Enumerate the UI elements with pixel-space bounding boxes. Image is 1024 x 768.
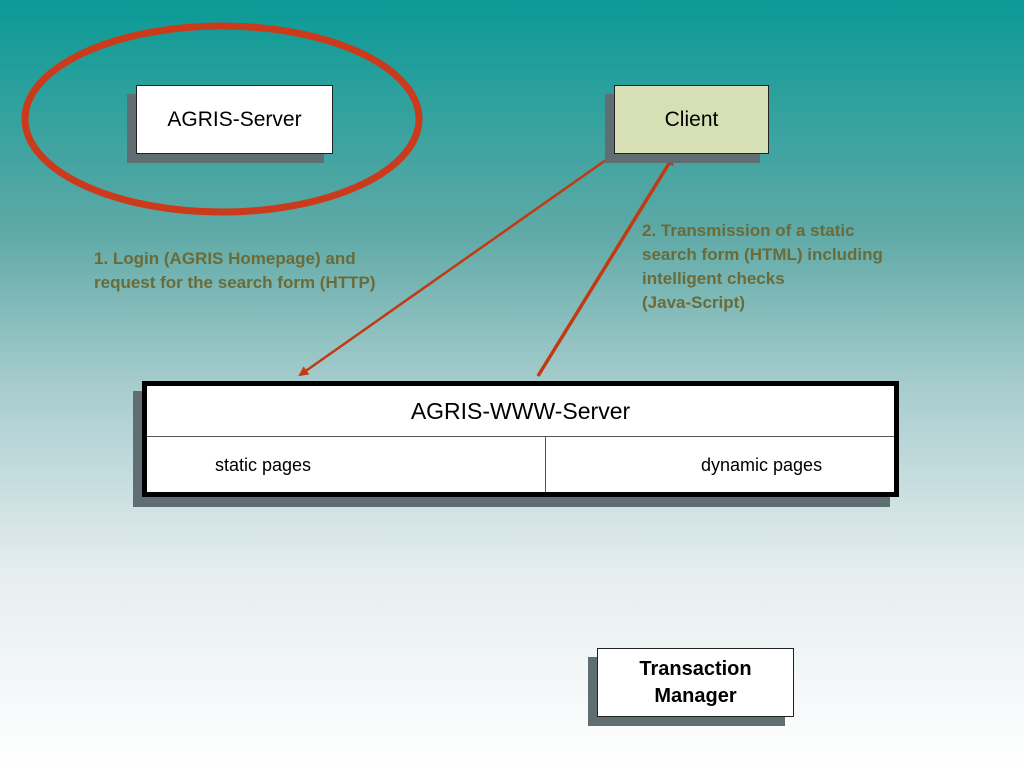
login-note-line-1: 1. Login (AGRIS Homepage) and [94, 249, 356, 268]
static-pages-cell: static pages [147, 437, 546, 492]
client-box: Client [614, 85, 769, 154]
dynamic-pages-cell: dynamic pages [546, 437, 894, 492]
transmission-note: 2. Transmission of a static search form … [642, 219, 942, 315]
transmission-note-line-3: intelligent checks [642, 269, 785, 288]
client-label: Client [664, 107, 719, 131]
agris-www-server-box: AGRIS-WWW-Server static pages dynamic pa… [142, 381, 899, 497]
transmission-note-line-4: (Java-Script) [642, 293, 745, 312]
transaction-manager-line-1: Transaction [639, 657, 752, 680]
login-note-line-2: request for the search form (HTTP) [94, 273, 376, 292]
www-server-title: AGRIS-WWW-Server [147, 386, 894, 437]
agris-server-label: AGRIS-Server [167, 107, 302, 131]
login-request-note: 1. Login (AGRIS Homepage) and request fo… [94, 247, 434, 295]
transmission-note-line-2: search form (HTML) including [642, 245, 883, 264]
transaction-manager-line-2: Manager [654, 684, 737, 707]
dynamic-pages-label: dynamic pages [701, 455, 823, 475]
agris-server-box: AGRIS-Server [136, 85, 333, 154]
transaction-manager-box: Transaction Manager [597, 648, 794, 717]
static-pages-label: static pages [215, 455, 312, 475]
transmission-note-line-1: 2. Transmission of a static [642, 221, 855, 240]
